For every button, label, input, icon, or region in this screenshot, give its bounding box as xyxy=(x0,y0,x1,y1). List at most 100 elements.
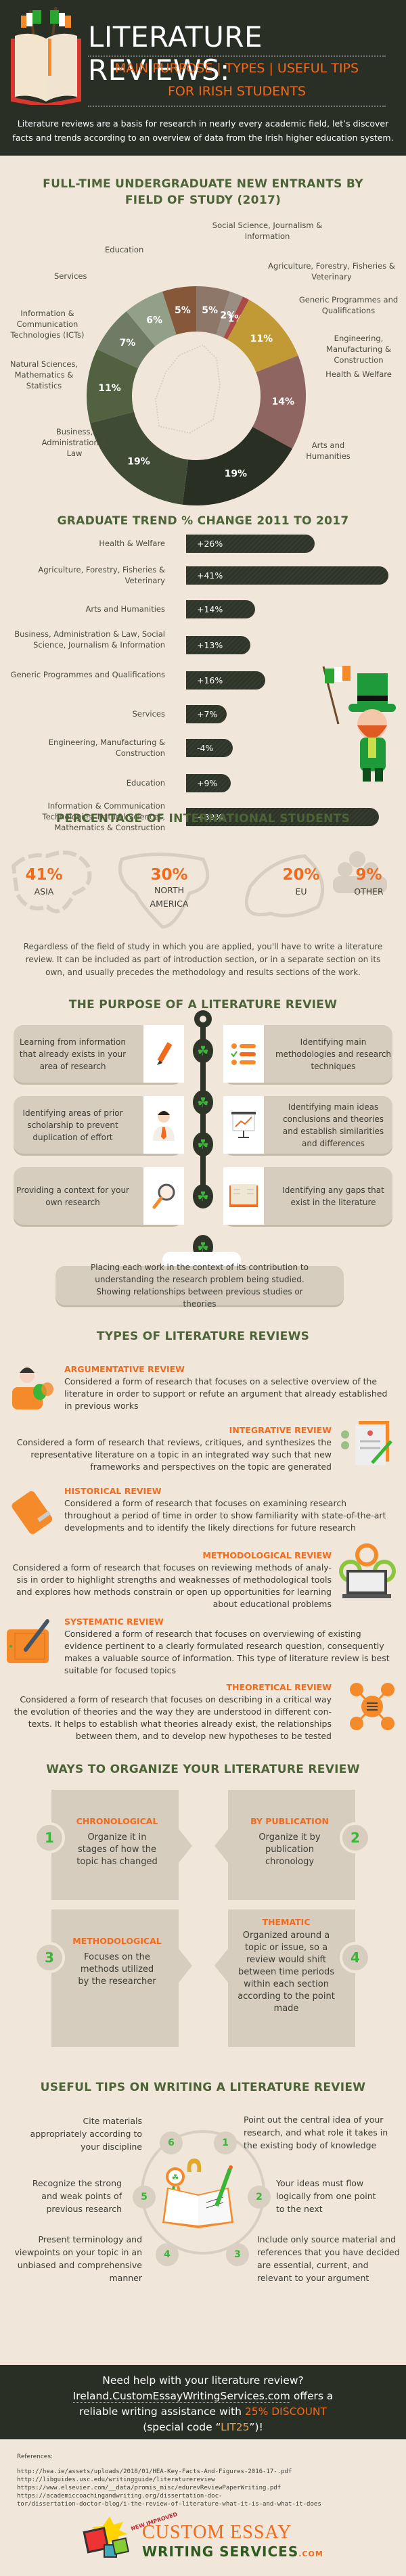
organize-number: 4 xyxy=(340,1942,371,1973)
reference-link[interactable]: https://www.elsevier.com/__data/promis_m… xyxy=(17,2485,281,2491)
donut-slice xyxy=(216,291,243,338)
donut-slice xyxy=(227,300,298,373)
speaking-person-icon xyxy=(12,1368,53,1409)
review-type-argumentative: ARGUMENTATIVE REVIEW Considered a form o… xyxy=(10,1363,396,1418)
tip-number: 2 xyxy=(248,2186,271,2209)
logo-screens-icon xyxy=(83,2516,130,2558)
logo-line-2: WRITING SERVICES.COM xyxy=(142,2544,323,2560)
person-icon xyxy=(143,1096,184,1154)
trend-bar-section: GRADUATE TREND % CHANGE 2011 TO 2017 Hea… xyxy=(0,514,406,832)
section-title: WAYS TO ORGANIZE YOUR LITERATURE REVIEW xyxy=(46,1763,360,1776)
organize-text: Organize it by publication chronology xyxy=(258,1832,321,1867)
tip-5: Recognize the strong and weak points of … xyxy=(32,2178,122,2214)
magnifier-icon xyxy=(143,1167,184,1225)
donut-slice xyxy=(90,411,189,505)
bar-label: Agriculture, Forestry, Fisheries & Veter… xyxy=(38,565,165,585)
clover-icon: ☘ xyxy=(193,1039,213,1063)
title-line-2: FIELD OF STUDY (2017) xyxy=(125,194,281,207)
region-name: ASIA xyxy=(34,886,54,897)
region-pct: 9% xyxy=(355,866,382,884)
bar: +13% xyxy=(186,636,250,654)
arrow-right xyxy=(179,1949,192,1983)
clover-icon: ☘ xyxy=(193,1184,213,1208)
organize-number: 1 xyxy=(34,1822,65,1853)
discount-badge: 25% DISCOUNT xyxy=(244,2405,327,2418)
section-title: USEFUL TIPS ON WRITING A LITERATURE REVI… xyxy=(40,2081,366,2094)
bar-label: Arts and Humanities xyxy=(85,604,165,614)
slice-label: 5% xyxy=(175,305,191,316)
field-study-paragraph: Regardless of the field of study in whic… xyxy=(23,942,383,977)
donut-slice xyxy=(182,426,292,505)
open-book-flags-icon xyxy=(11,6,81,105)
purpose-text: Identifying any gaps that exist in the l… xyxy=(282,1185,384,1207)
label-generic-programmes: Generic Programmes and Qualifications xyxy=(298,295,399,315)
tip-number: 3 xyxy=(226,2243,249,2266)
region-asia: 41% ASIA xyxy=(24,866,64,900)
bar-label: Engineering, Manufacturing & Constructio… xyxy=(48,738,165,758)
section-title: THE PURPOSE OF A LITERATURE REVIEW xyxy=(68,998,338,1012)
reference-link[interactable]: https://academiccoachingandwriting.org/d… xyxy=(17,2493,223,2500)
section-title: GRADUATE TREND % CHANGE 2011 TO 2017 xyxy=(57,514,349,528)
organize-number: 3 xyxy=(34,1942,65,1973)
company-logo[interactable]: NEW IMPROVED CUSTOM ESSAY WRITING SERVIC… xyxy=(0,2508,406,2576)
purpose-text: Identifying main ideas conclusions and t… xyxy=(282,1102,384,1148)
tip-1: Point out the central idea of your resea… xyxy=(244,2115,388,2150)
reference-link[interactable]: http://libguides.usc.edu/writingguide/li… xyxy=(17,2477,215,2483)
section-title: FULL-TIME UNDERGRADUATE NEW ENTRANTS BY … xyxy=(0,176,406,208)
bar: +14% xyxy=(186,600,256,618)
donut-slice xyxy=(97,311,156,369)
donut-slice xyxy=(223,296,250,340)
donut-slice xyxy=(126,291,177,346)
organize-text: Focuses on the methods utilized by the r… xyxy=(78,1952,156,1987)
closed-book-icon xyxy=(12,1491,53,1535)
review-type-text: Considered a form of research that revie… xyxy=(16,1437,332,1472)
tip-3: Include only source material and referen… xyxy=(257,2234,400,2283)
purpose-bottom-text: Placing each work in the context of its … xyxy=(91,1263,309,1309)
arrow-left xyxy=(215,1949,228,1983)
region-pct: 30% xyxy=(150,866,188,884)
review-type-theoretical: THEORETICAL REVIEW Considered a form of … xyxy=(3,1681,396,1756)
bar-label: Health & Welfare xyxy=(99,539,165,548)
checklist-icon xyxy=(223,1025,264,1083)
organize-title: THEMATIC xyxy=(262,1917,311,1927)
purpose-text: Learning from information that already e… xyxy=(19,1037,127,1071)
region-north-america: 30% NORTH AMERICA xyxy=(139,866,200,911)
purpose-text: Identifying areas of prior scholarship t… xyxy=(22,1108,123,1142)
organize-title: CHRONOLOGICAL xyxy=(76,1816,158,1826)
slice-label: 11% xyxy=(98,383,121,394)
label-education: Education xyxy=(105,245,144,254)
leprechaun-icon xyxy=(322,666,396,782)
pencil-icon xyxy=(143,1025,184,1083)
label-health: Health & Welfare xyxy=(325,369,392,379)
donut-chart: 5%2%1%11%14%19%19%11%7%6%5% xyxy=(87,286,306,505)
arrow-left xyxy=(215,1829,228,1863)
divider xyxy=(88,106,386,107)
review-type-text: Considered a form of research that focus… xyxy=(14,1694,332,1741)
region-pct: 41% xyxy=(25,866,63,884)
organize-title: METHODOLOGICAL xyxy=(72,1936,162,1946)
promo-code: LIT25 xyxy=(221,2421,250,2433)
cta-text: (special code “ xyxy=(143,2421,221,2433)
logo-line-2-text: WRITING SERVICES xyxy=(142,2544,299,2560)
tip-number: 6 xyxy=(160,2131,183,2154)
reference-link[interactable]: tor/dissertation-doctor-blog/i-the-revie… xyxy=(17,2501,321,2508)
reference-link[interactable]: http://hea.ie/assets/uploads/2018/01/HEA… xyxy=(17,2468,292,2475)
slice-label: 11% xyxy=(250,334,273,344)
region-name: NORTH AMERICA xyxy=(150,885,189,909)
review-type-text: Considered a form of research that focus… xyxy=(64,1629,390,1675)
logo-tld: .COM xyxy=(298,2550,323,2558)
organize-card-chronological: CHRONOLOGICAL Organize it in stages of h… xyxy=(51,1790,179,1900)
purpose-bottom-card: Placing each work in the context of its … xyxy=(55,1263,344,1309)
tip-number: 4 xyxy=(156,2243,179,2266)
world-map-outline-icon xyxy=(11,851,387,929)
region-eu: 20% EU xyxy=(277,866,325,900)
organize-text: Organized around a topic or issue, so a … xyxy=(238,1930,335,2014)
bar: +16% xyxy=(186,671,265,690)
site-link[interactable]: Ireland.CustomEssayWritingServices.com xyxy=(72,2390,290,2403)
bar-label: Education xyxy=(126,778,165,788)
bar-label: Business, Administration & Law, Social S… xyxy=(14,629,165,650)
region-other: 9% OTHER xyxy=(345,866,392,900)
arrow-right xyxy=(179,1829,192,1863)
cta-text: offers a xyxy=(290,2390,334,2402)
subtitle-line-1: MAIN PURPOSE | TYPES | USEFUL TIPS xyxy=(114,61,359,76)
